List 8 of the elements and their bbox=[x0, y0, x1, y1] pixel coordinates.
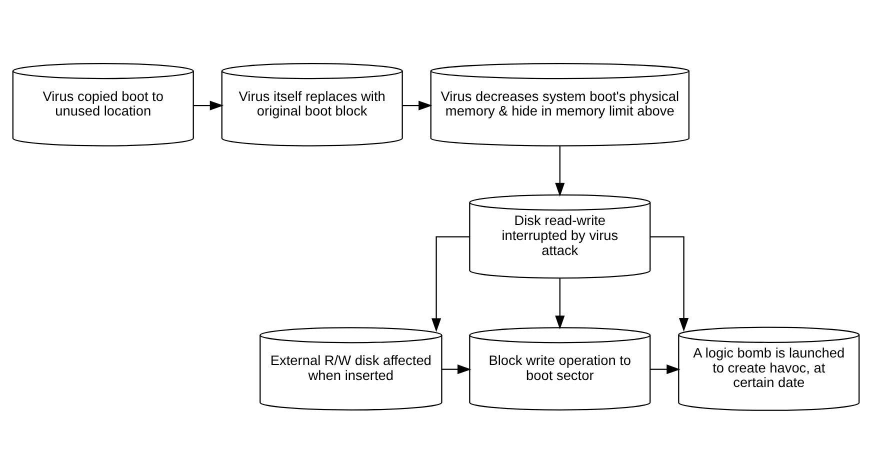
arrow bbox=[555, 278, 565, 329]
arrow bbox=[431, 236, 470, 332]
arrow bbox=[650, 364, 680, 374]
arrow bbox=[442, 364, 472, 374]
arrow bbox=[194, 100, 224, 110]
arrow bbox=[402, 100, 432, 110]
arrow bbox=[650, 236, 689, 332]
arrow bbox=[555, 146, 565, 196]
